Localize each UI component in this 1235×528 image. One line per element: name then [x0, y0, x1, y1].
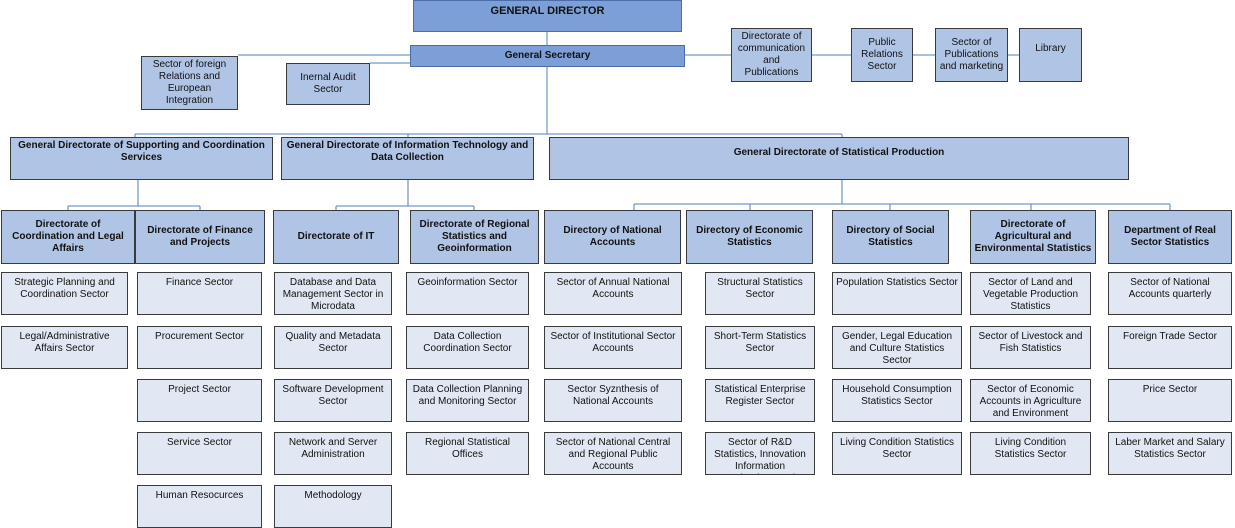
- internal-audit-sector-box: Inernal Audit Sector: [286, 63, 370, 105]
- communication-directorate-box: Directorate of communication and Publica…: [731, 28, 812, 82]
- directorate-box: Directory of Economic Statistics: [686, 210, 813, 264]
- sector-box: Sector Syznthesis of National Accounts: [544, 379, 682, 422]
- sector-box: Methodology: [274, 485, 392, 528]
- sector-box: Procurement Sector: [137, 326, 262, 369]
- sector-box: Legal/Administrative Affairs Sector: [1, 326, 128, 369]
- directorate-box: Directorate of Finance and Projects: [135, 210, 265, 264]
- sector-box: Laber Market and Salary Statistics Secto…: [1108, 432, 1232, 475]
- sector-box: Foreign Trade Sector: [1108, 326, 1232, 369]
- sector-box: Data Collection Coordination Sector: [406, 326, 529, 369]
- sector-box: Short-Term Statistics Sector: [705, 326, 815, 369]
- sector-box: Sector of Annual National Accounts: [544, 272, 682, 315]
- sector-box: Strategic Planning and Coordination Sect…: [1, 272, 128, 315]
- sector-box: Geoinformation Sector: [406, 272, 529, 315]
- general-secretary-box: General Secretary: [410, 45, 685, 67]
- gd-statistical-box: General Directorate of Statistical Produ…: [549, 137, 1129, 180]
- directorate-box: Directory of National Accounts: [544, 210, 681, 264]
- sector-box: Living Condition Statistics Sector: [832, 432, 962, 475]
- sector-box: Human Resocurces: [137, 485, 262, 528]
- sector-box: Sector of National Central and Regional …: [544, 432, 682, 475]
- sector-box: Project Sector: [137, 379, 262, 422]
- sector-box: Regional Statistical Offices: [406, 432, 529, 475]
- sector-box: Sector of Economic Accounts in Agricultu…: [970, 379, 1091, 422]
- foreign-relations-sector-box: Sector of foreign Relations and European…: [141, 56, 238, 110]
- sector-box: Sector of Land and Vegetable Production …: [970, 272, 1091, 315]
- directorate-box: Department of Real Sector Statistics: [1108, 210, 1232, 264]
- sector-box: Sector of Institutional Sector Accounts: [544, 326, 682, 369]
- sector-box: Finance Sector: [137, 272, 262, 315]
- sector-box: Statistical Enterprise Register Sector: [705, 379, 815, 422]
- general-director-box: GENERAL DIRECTOR: [413, 0, 682, 32]
- directorate-box: Directory of Social Statistics: [832, 210, 949, 264]
- public-relations-sector-box: Public Relations Sector: [851, 28, 913, 82]
- sector-box: Structural Statistics Sector: [705, 272, 815, 315]
- sector-box: Population Statistics Sector: [832, 272, 962, 315]
- publications-marketing-sector-box: Sector of Publications and marketing: [935, 28, 1008, 82]
- sector-box: Service Sector: [137, 432, 262, 475]
- sector-box: Software Development Sector: [274, 379, 392, 422]
- sector-box: Living Condition Statistics Sector: [970, 432, 1091, 475]
- sector-box: Gender, Legal Education and Culture Stat…: [832, 326, 962, 369]
- sector-box: Sector of R&D Statistics, Innovation Inf…: [705, 432, 815, 475]
- sector-box: Network and Server Administration: [274, 432, 392, 475]
- sector-box: Quality and Metadata Sector: [274, 326, 392, 369]
- sector-box: Sector of National Accounts quarterly: [1108, 272, 1232, 315]
- directorate-box: Directorate of Agricultural and Environm…: [970, 210, 1096, 264]
- sector-box: Sector of Livestock and Fish Statistics: [970, 326, 1091, 369]
- sector-box: Household Consumption Statistics Sector: [832, 379, 962, 422]
- sector-box: Data Collection Planning and Monitoring …: [406, 379, 529, 422]
- sector-box: Database and Data Management Sector in M…: [274, 272, 392, 315]
- directorate-box: Directorate of IT: [273, 210, 399, 264]
- gd-supporting-box: General Directorate of Supporting and Co…: [10, 137, 273, 180]
- library-box: Library: [1019, 28, 1082, 82]
- directorate-box: Directorate of Regional Statistics and G…: [410, 210, 539, 264]
- gd-it-box: General Directorate of Information Techn…: [281, 137, 534, 180]
- sector-box: Price Sector: [1108, 379, 1232, 422]
- directorate-box: Directorate of Coordination and Legal Af…: [1, 210, 135, 264]
